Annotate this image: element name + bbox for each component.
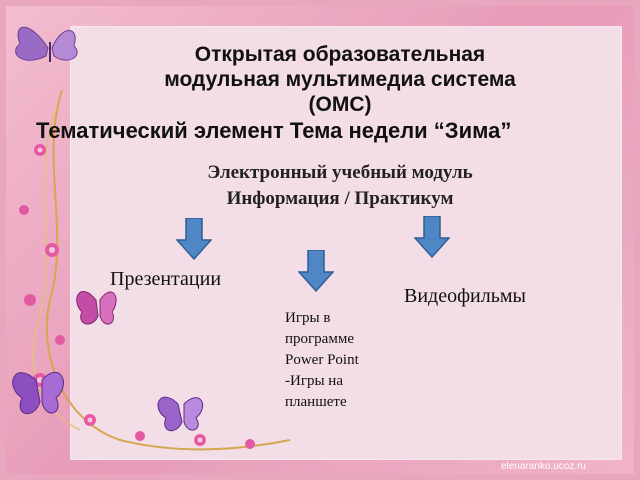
games-label: Игры в программе Power Point -Игры на пл…: [285, 308, 395, 413]
games-line: -Игры на: [285, 373, 343, 389]
games-line: планшете: [285, 394, 347, 410]
games-line: Игры в: [285, 310, 331, 326]
footer-url: elenaranko.ucoz.ru: [500, 461, 586, 472]
module-line-1: Электронный учебный модуль: [207, 162, 473, 183]
presentations-label: Презентации: [110, 268, 222, 290]
video-label: Видеофильмы: [404, 285, 526, 307]
module-heading: Электронный учебный модуль Информация / …: [130, 160, 550, 212]
games-line: программе: [285, 331, 354, 347]
title-line-1: Открытая образовательная: [194, 43, 486, 66]
theme-heading: Тематический элемент Тема недели “Зима”: [36, 118, 512, 143]
slide-title: Открытая образовательная модульная мульт…: [100, 42, 580, 117]
title-line-2: модульная мультимедиа система: [164, 68, 516, 91]
down-arrow-icon: [414, 216, 450, 258]
down-arrow-icon: [298, 250, 334, 292]
title-line-3: (ОМС): [308, 93, 372, 116]
down-arrow-icon: [176, 218, 212, 260]
games-line: Power Point: [285, 352, 359, 368]
module-line-2: Информация / Практикум: [226, 188, 454, 209]
